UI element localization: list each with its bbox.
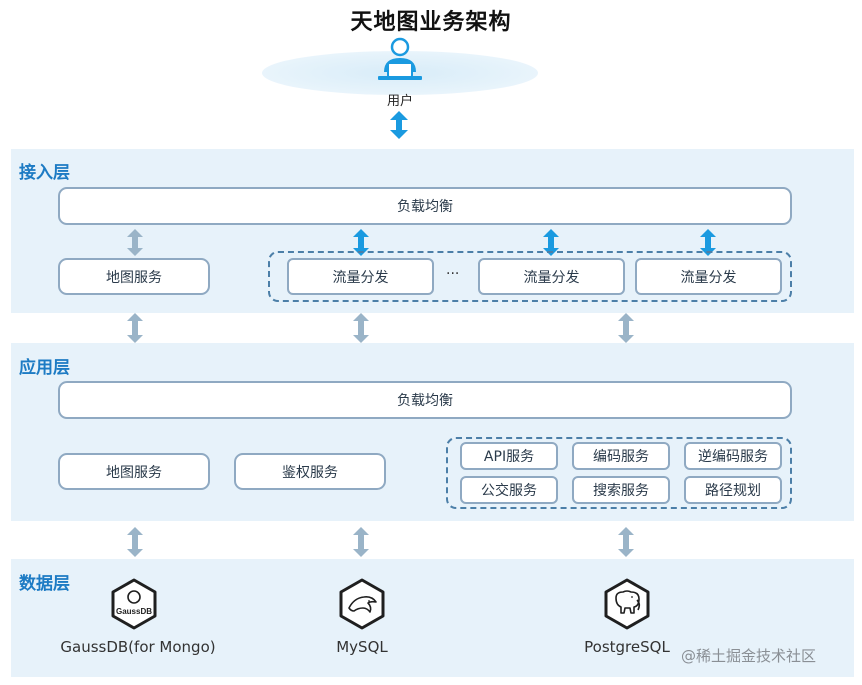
mysql-label: MySQL bbox=[336, 638, 388, 656]
application-load-balancer: 负载均衡 bbox=[58, 381, 792, 419]
application-map-service: 地图服务 bbox=[58, 453, 210, 490]
user-icon bbox=[378, 37, 422, 80]
access-map-service: 地图服务 bbox=[58, 258, 210, 295]
bidirectional-arrow-icon bbox=[353, 229, 369, 256]
search-service: 搜索服务 bbox=[572, 476, 670, 504]
traffic-dispatch-box: 流量分发 bbox=[635, 258, 782, 295]
auth-service: 鉴权服务 bbox=[234, 453, 386, 490]
transit-service: 公交服务 bbox=[460, 476, 558, 504]
bidirectional-arrow-icon bbox=[618, 313, 634, 343]
access-layer-title: 接入层 bbox=[19, 163, 70, 183]
user-label: 用户 bbox=[386, 94, 413, 109]
bidirectional-arrow-icon bbox=[543, 229, 559, 256]
data-layer-title: 数据层 bbox=[19, 574, 70, 594]
postgresql-label: PostgreSQL bbox=[584, 638, 670, 656]
gaussdb-icon: GaussDB bbox=[111, 578, 157, 630]
mysql-dolphin-icon bbox=[339, 578, 385, 630]
application-services-group bbox=[446, 437, 792, 509]
bidirectional-arrow-icon bbox=[390, 111, 408, 139]
route-planning-service: 路径规划 bbox=[684, 476, 782, 504]
reverse-geocoding-service: 逆编码服务 bbox=[684, 442, 782, 470]
access-load-balancer: 负载均衡 bbox=[58, 187, 792, 225]
bidirectional-arrow-icon bbox=[700, 229, 716, 256]
gaussdb-label: GaussDB(for Mongo) bbox=[60, 638, 216, 656]
application-layer-title: 应用层 bbox=[19, 358, 70, 378]
svg-text:GaussDB: GaussDB bbox=[116, 607, 152, 616]
postgresql-elephant-icon bbox=[604, 578, 650, 630]
traffic-dispatch-group bbox=[268, 251, 792, 302]
traffic-dispatch-box: 流量分发 bbox=[478, 258, 625, 295]
bidirectional-arrow-icon bbox=[353, 527, 369, 557]
bidirectional-arrow-icon bbox=[127, 527, 143, 557]
traffic-dispatch-box: 流量分发 bbox=[287, 258, 434, 295]
diagram-title: 天地图业务架构 bbox=[350, 10, 512, 35]
bidirectional-arrow-icon bbox=[618, 527, 634, 557]
bidirectional-arrow-icon bbox=[127, 229, 143, 256]
api-service: API服务 bbox=[460, 442, 558, 470]
ellipsis: ··· bbox=[446, 266, 460, 282]
bidirectional-arrow-icon bbox=[353, 313, 369, 343]
bidirectional-arrow-icon bbox=[127, 313, 143, 343]
watermark: @稀土掘金技术社区 bbox=[681, 647, 817, 665]
geocoding-service: 编码服务 bbox=[572, 442, 670, 470]
